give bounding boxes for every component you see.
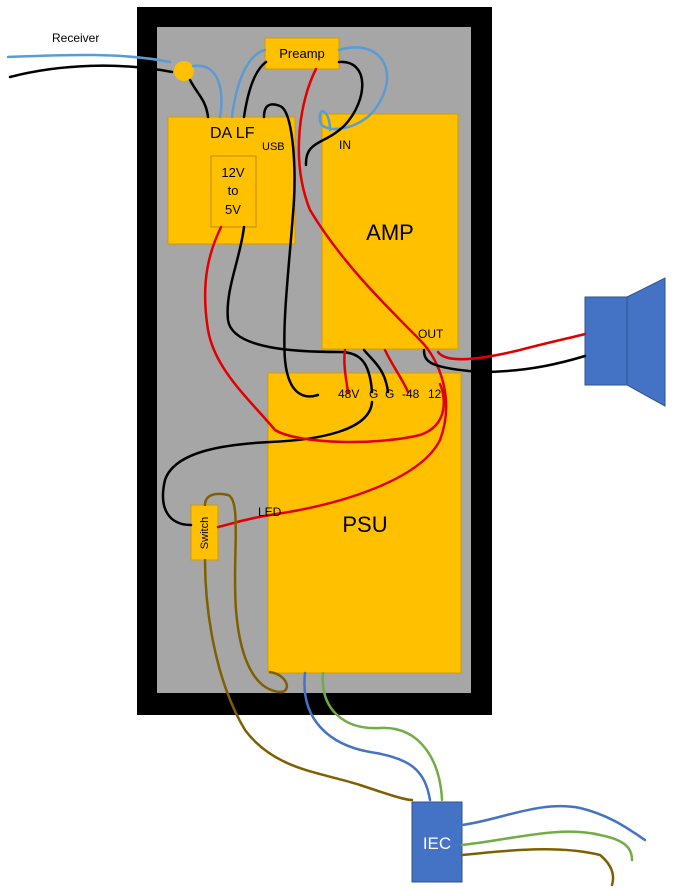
converter-label-line2: to bbox=[228, 183, 239, 198]
psu-12-label: 12 bbox=[428, 387, 442, 401]
speaker-red-wire bbox=[436, 332, 587, 361]
switch-module bbox=[190, 504, 219, 561]
switch-loop-brown bbox=[203, 492, 289, 694]
psu-to-iec-green bbox=[321, 671, 444, 802]
receiver-jack bbox=[174, 61, 194, 81]
speaker-black-wire bbox=[422, 348, 587, 374]
amp-48v-wire bbox=[343, 348, 350, 394]
psu-to-iec-blue bbox=[303, 671, 432, 802]
psu-label: PSU bbox=[342, 512, 387, 537]
in-label: IN bbox=[339, 138, 351, 152]
preamp-to-amp-black bbox=[304, 60, 364, 167]
da-lf-label: DA LF bbox=[210, 125, 255, 142]
switch-label: Switch bbox=[199, 517, 211, 549]
preamp-module bbox=[264, 37, 340, 70]
preamp-label: Preamp bbox=[279, 46, 325, 61]
amp-neg48-wire bbox=[383, 348, 410, 394]
switch-to-iec-brown bbox=[203, 558, 414, 802]
iec-supply-brown bbox=[460, 847, 615, 887]
jack-to-dalf-black bbox=[188, 78, 210, 119]
dalf-to-preamp-blue bbox=[230, 48, 267, 119]
converter-label-line3: 5V bbox=[225, 202, 241, 217]
psu-g2-label: G bbox=[385, 387, 394, 401]
psu-module bbox=[267, 372, 462, 674]
jack-to-dalf-blue bbox=[191, 64, 223, 119]
receiver-ground-wire bbox=[8, 64, 174, 79]
led-label: LED bbox=[258, 505, 282, 519]
converter-module bbox=[210, 155, 257, 228]
receiver-label: Receiver bbox=[52, 31, 99, 45]
iec-label: IEC bbox=[423, 834, 451, 853]
usb-label: USB bbox=[262, 141, 285, 153]
psu-to-switch-black bbox=[161, 400, 374, 527]
converter-ground-wire bbox=[226, 225, 374, 394]
converter-12v-wire bbox=[203, 225, 445, 444]
psu-neg48-label: -48 bbox=[402, 387, 420, 401]
iec-inlet bbox=[411, 801, 463, 883]
dalf-to-preamp-black bbox=[242, 60, 268, 119]
amp-label: AMP bbox=[366, 220, 414, 245]
psu-48v-label: 48V bbox=[338, 387, 359, 401]
iec-supply-blue bbox=[460, 804, 647, 842]
usb-wire bbox=[262, 103, 320, 398]
out-label: OUT bbox=[418, 327, 444, 341]
psu-g1-label: G bbox=[369, 387, 378, 401]
speaker-icon bbox=[584, 277, 666, 407]
iec-supply-green bbox=[460, 830, 634, 862]
preamp-to-amp-blue bbox=[318, 46, 389, 132]
amp-ground-wire bbox=[362, 348, 390, 394]
converter-label-line1: 12V bbox=[221, 165, 244, 180]
receiver-signal-wire bbox=[6, 53, 172, 64]
